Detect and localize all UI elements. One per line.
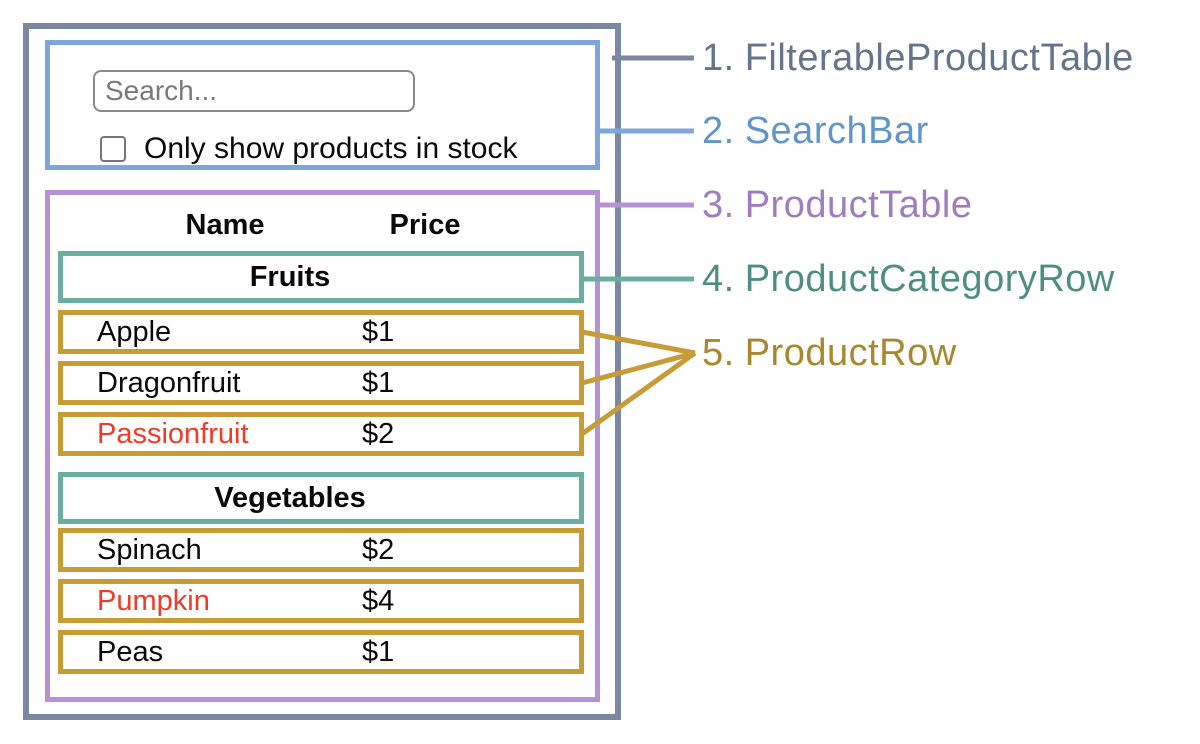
product-row-passionfruit: Passionfruit $2 (58, 412, 584, 456)
product-price: $1 (362, 316, 395, 348)
legend-label: ProductRow (744, 332, 957, 374)
product-name: Apple (97, 316, 172, 348)
search-input[interactable] (93, 70, 415, 112)
product-price: $2 (362, 418, 395, 450)
legend-number: 2. (702, 110, 735, 152)
search-bar-box: Only show products in stock (45, 40, 600, 170)
product-row-spinach: Spinach $2 (58, 528, 584, 572)
legend-label: SearchBar (744, 110, 929, 152)
product-name: Peas (97, 636, 164, 668)
product-name: Dragonfruit (97, 367, 241, 399)
legend-filterable-product-table: 1.FilterableProductTable (702, 35, 1134, 81)
product-row-pumpkin: Pumpkin $4 (58, 579, 584, 623)
product-price: $2 (362, 534, 395, 566)
legend-product-row: 5.ProductRow (702, 330, 957, 376)
product-name: Spinach (97, 534, 202, 566)
legend-label: FilterableProductTable (744, 37, 1134, 79)
legend-number: 5. (702, 332, 735, 374)
in-stock-checkbox-label: Only show products in stock (144, 132, 518, 165)
product-category-row-fruits: Fruits (58, 251, 584, 303)
product-table-box: Name Price Fruits Apple $1 Dragonfruit $… (45, 190, 600, 702)
product-price: $1 (362, 367, 395, 399)
in-stock-checkbox-row: Only show products in stock (100, 132, 518, 165)
legend-product-category-row: 4.ProductCategoryRow (702, 256, 1115, 302)
product-price: $1 (362, 636, 395, 668)
column-header-price: Price (389, 209, 461, 241)
product-row-peas: Peas $1 (58, 630, 584, 674)
legend-label: ProductTable (744, 184, 973, 226)
column-header-name: Name (185, 209, 265, 241)
legend-label: ProductCategoryRow (744, 258, 1115, 300)
legend-search-bar: 2.SearchBar (702, 108, 929, 154)
legend-product-table: 3.ProductTable (702, 182, 973, 228)
filterable-product-table-box: Only show products in stock Name Price F… (23, 23, 621, 720)
in-stock-checkbox[interactable] (100, 136, 126, 162)
legend-number: 4. (702, 258, 735, 300)
legend-number: 1. (702, 37, 735, 79)
product-row-dragonfruit: Dragonfruit $1 (58, 361, 584, 405)
legend-number: 3. (702, 184, 735, 226)
product-name: Pumpkin (97, 585, 210, 617)
product-price: $4 (362, 585, 395, 617)
product-row-apple: Apple $1 (58, 310, 584, 354)
product-category-row-vegetables: Vegetables (58, 472, 584, 524)
product-name: Passionfruit (97, 418, 249, 450)
